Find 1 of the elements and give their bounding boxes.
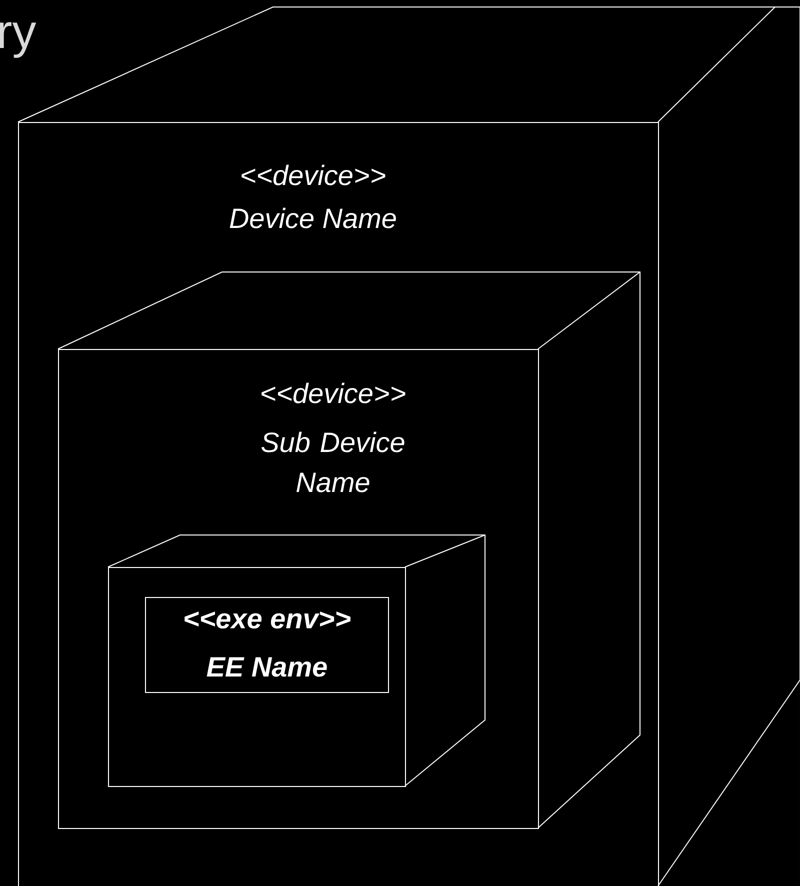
execution-environment-box: <<exe env>> EE Name: [145, 597, 389, 693]
